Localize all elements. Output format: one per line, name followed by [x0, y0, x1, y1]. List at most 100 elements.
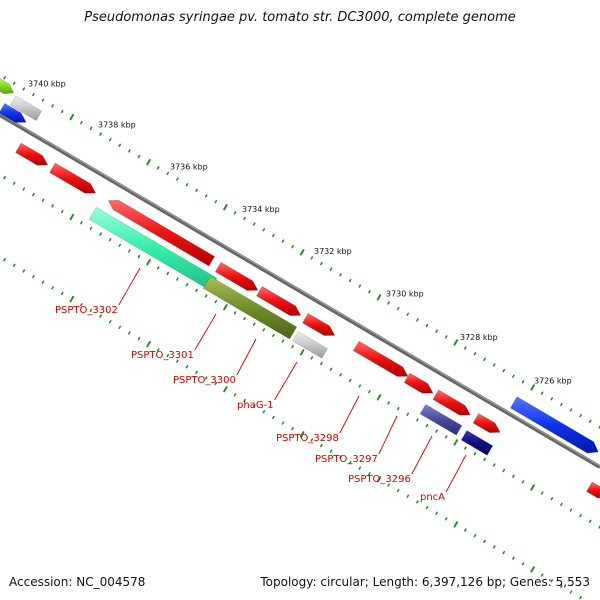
tick-mark-outer	[69, 113, 75, 121]
tick-mark-inner	[579, 513, 582, 518]
tick-mark-inner	[108, 237, 112, 242]
backbone-highlight	[0, 113, 600, 467]
cds-arrow[interactable]	[586, 481, 600, 499]
genome-backbone	[0, 113, 600, 469]
tick-mark-outer	[146, 159, 151, 166]
olive-feature[interactable]	[202, 275, 298, 340]
tick-mark-innermost	[223, 386, 228, 393]
tick-mark-outer	[416, 318, 419, 322]
tick-mark-inner	[368, 390, 371, 394]
tick-mark-innermost	[89, 308, 93, 313]
gene-label-pspto_3302[interactable]: PSPTO_3302	[55, 305, 118, 316]
kbp-tick-label: 3732 kbp	[314, 247, 352, 256]
tick-mark-inner	[492, 463, 496, 467]
tick-mark-innermost	[32, 274, 35, 279]
tick-mark-inner	[176, 277, 179, 281]
tick-mark-innermost	[387, 483, 390, 487]
blue-cds-top[interactable]	[0, 102, 27, 123]
tick-mark-inner	[320, 361, 323, 366]
slate-feature[interactable]	[419, 403, 463, 436]
tick-mark-innermost	[166, 353, 170, 358]
cds-arrow[interactable]	[214, 261, 259, 291]
tick-mark-innermost	[137, 336, 141, 341]
tick-mark-innermost	[435, 511, 438, 515]
gene-label-phag-1[interactable]: phaG-1	[237, 400, 274, 411]
tick-mark-inner	[348, 378, 352, 383]
tick-mark-inner	[166, 271, 170, 276]
tick-mark-innermost	[128, 331, 131, 335]
tick-mark-innermost	[569, 590, 573, 594]
gene-label-pspto_3298[interactable]: PSPTO_3298	[276, 433, 339, 444]
gene-label-pspto_3300[interactable]: PSPTO_3300	[173, 375, 236, 386]
cds-arrow[interactable]	[15, 142, 49, 166]
cds-arrow[interactable]	[256, 285, 302, 316]
grey-feature-top[interactable]	[9, 95, 43, 121]
tick-mark-innermost	[69, 295, 75, 303]
tick-mark-inner	[530, 484, 535, 491]
grey-feature[interactable]	[292, 331, 328, 359]
gene-label-pspto_3296[interactable]: PSPTO_3296	[348, 474, 411, 485]
tick-mark-outer	[329, 267, 333, 271]
cds-arrow[interactable]	[472, 413, 501, 433]
tick-mark-outer	[108, 137, 112, 142]
tick-mark-outer	[550, 397, 554, 401]
tick-mark-innermost	[358, 466, 362, 470]
tick-mark-inner	[550, 497, 554, 501]
tick-mark-outer	[492, 363, 496, 367]
tick-mark-inner	[425, 423, 429, 428]
tick-mark-outer	[299, 249, 305, 256]
tick-marks	[3, 76, 600, 600]
gene-features	[0, 77, 600, 499]
accession-label: Accession: NC_004578	[9, 575, 146, 589]
tick-mark-outer	[425, 323, 429, 328]
tick-mark-inner	[89, 226, 93, 231]
gene-label-pnca[interactable]: pncA	[420, 492, 445, 503]
tick-mark-outer	[185, 183, 189, 187]
tick-mark-innermost	[310, 438, 314, 442]
tick-mark-inner	[272, 333, 275, 338]
cds-arrow[interactable]	[352, 340, 409, 377]
tick-mark-inner	[51, 204, 54, 208]
gene-label-pspto_3297[interactable]: PSPTO_3297	[315, 454, 378, 465]
tick-mark-inner	[299, 349, 305, 356]
tick-mark-innermost	[80, 303, 83, 307]
tick-mark-innermost	[51, 286, 54, 290]
cds-arrow[interactable]	[49, 162, 97, 194]
kbp-tick-label: 3728 kbp	[460, 333, 498, 342]
lime-feature[interactable]	[0, 77, 14, 95]
cds-arrow[interactable]	[432, 389, 471, 416]
tick-mark-inner	[252, 322, 256, 326]
tick-mark-innermost	[195, 370, 198, 375]
tick-mark-innermost	[156, 348, 160, 352]
leader-line	[118, 267, 141, 306]
tick-mark-innermost	[348, 460, 352, 465]
navy-feature[interactable]	[460, 430, 494, 456]
tick-mark-inner	[80, 221, 83, 225]
tick-mark-innermost	[492, 545, 496, 549]
tick-mark-outer	[22, 87, 26, 91]
tick-mark-inner	[435, 429, 438, 433]
tick-mark-innermost	[12, 263, 16, 267]
leader-line	[411, 435, 433, 475]
tick-mark-innermost	[99, 314, 102, 318]
tick-mark-innermost	[579, 595, 582, 600]
tick-mark-inner	[156, 266, 160, 270]
cds-arrow[interactable]	[107, 200, 215, 267]
tick-mark-innermost	[444, 517, 448, 521]
gene-label-pspto_3301[interactable]: PSPTO_3301	[131, 350, 194, 361]
tick-mark-outer	[252, 222, 256, 226]
blue-cds-right[interactable]	[510, 396, 599, 454]
tick-mark-outer	[348, 278, 352, 283]
cds-arrow[interactable]	[302, 312, 336, 336]
tick-mark-outer	[483, 357, 486, 361]
tick-mark-inner	[444, 435, 448, 439]
tick-mark-inner	[137, 254, 141, 259]
tick-mark-inner	[569, 508, 573, 512]
cds-arrow[interactable]	[403, 372, 434, 394]
kbp-tick-label: 3738 kbp	[98, 120, 136, 129]
tick-mark-outer	[41, 98, 45, 102]
tick-mark-innermost	[453, 521, 459, 528]
tick-mark-inner	[406, 412, 410, 416]
kbp-tick-label: 3730 kbp	[386, 289, 424, 298]
tick-mark-innermost	[416, 500, 419, 504]
